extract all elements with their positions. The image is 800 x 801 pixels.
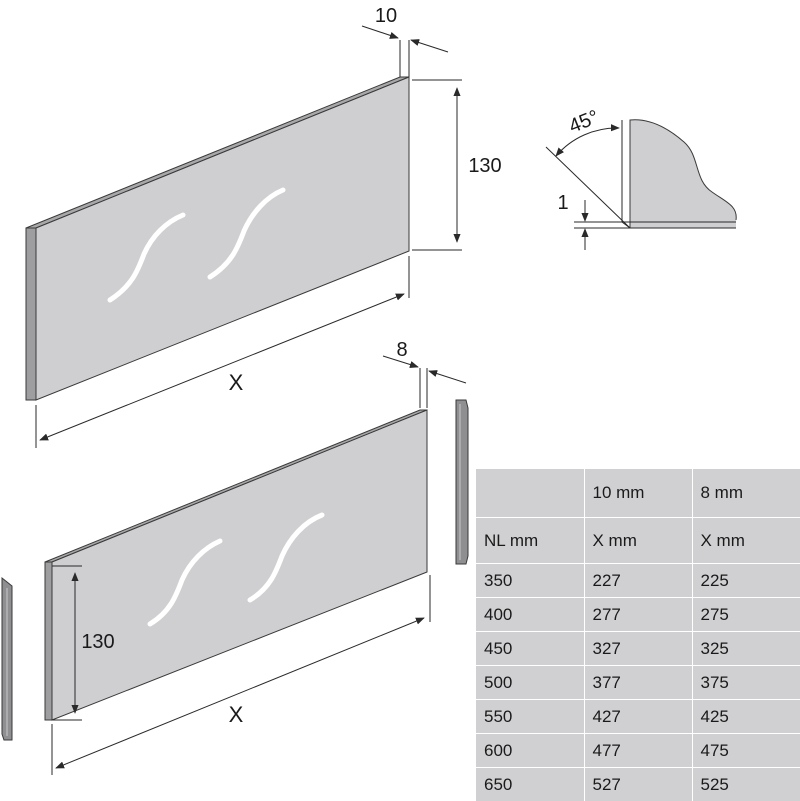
table-cell: 377 [584, 666, 692, 700]
table-cell: 10 mm [584, 469, 692, 518]
table-cell: 325 [692, 632, 800, 666]
table-cell: X mm [584, 518, 692, 564]
top-thickness-dimension: 10 [362, 5, 448, 77]
table-cell: 427 [584, 700, 692, 734]
table-cell: 8 mm [692, 469, 800, 518]
table-cell: 650 [476, 768, 584, 801]
bottom-thickness-label: 8 [396, 339, 407, 361]
top-height-dimension: 130 [412, 80, 502, 250]
bottom-length-label: X [229, 702, 244, 727]
table-cell: 277 [584, 598, 692, 632]
table-cell: 475 [692, 734, 800, 768]
table-cell: 525 [692, 768, 800, 801]
table-cell: 550 [476, 700, 584, 734]
table-cell: 225 [692, 564, 800, 598]
bottom-thickness-dimension: 8 [383, 339, 466, 408]
table-cell: 477 [584, 734, 692, 768]
bottom-height-label: 130 [81, 631, 114, 653]
bevel-detail-material [630, 120, 736, 228]
top-panel-edge [26, 228, 36, 400]
table-cell: 400 [476, 598, 584, 632]
bevel-angle-label: 45° [566, 106, 602, 138]
side-profile-left [2, 578, 12, 740]
table-cell: 350 [476, 564, 584, 598]
table-cell: X mm [692, 518, 800, 564]
table-cell: 275 [692, 598, 800, 632]
table-cell: 425 [692, 700, 800, 734]
side-profile-right [456, 400, 468, 564]
bottom-panel [45, 410, 427, 720]
top-panel [26, 77, 409, 400]
table-cell: 500 [476, 666, 584, 700]
top-height-label: 130 [468, 155, 501, 177]
table-cell [476, 469, 584, 518]
table-cell: 600 [476, 734, 584, 768]
table-cell: 227 [584, 564, 692, 598]
table-cell: 375 [692, 666, 800, 700]
table-cell: 327 [584, 632, 692, 666]
table-cell: NL mm [476, 518, 584, 564]
top-thickness-label: 10 [375, 5, 397, 27]
table-cell: 527 [584, 768, 692, 801]
top-panel-front-face [36, 77, 409, 400]
bottom-panel-front-face [52, 410, 427, 720]
bevel-depth-label: 1 [557, 192, 568, 214]
top-length-label: X [229, 370, 244, 395]
table-cell: 450 [476, 632, 584, 666]
bottom-panel-edge [45, 562, 52, 720]
bevel-detail: 45° 1 [546, 106, 736, 250]
